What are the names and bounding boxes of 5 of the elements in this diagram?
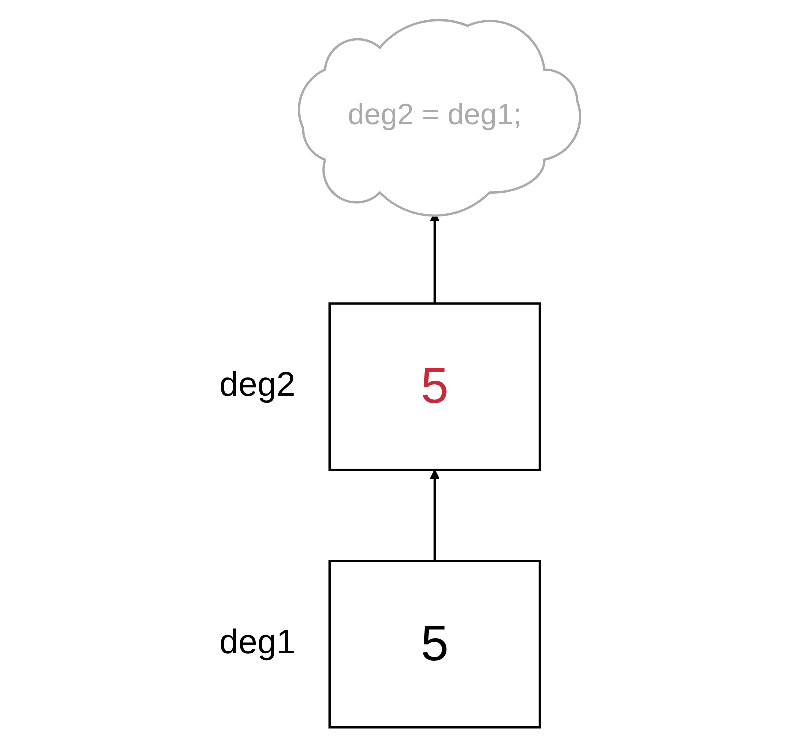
variable-name: deg1 bbox=[220, 623, 296, 662]
variable-name: deg2 bbox=[220, 366, 296, 404]
node-box: 5 bbox=[328, 302, 542, 472]
node-box: 5 bbox=[328, 560, 542, 729]
arrow bbox=[430, 470, 440, 562]
